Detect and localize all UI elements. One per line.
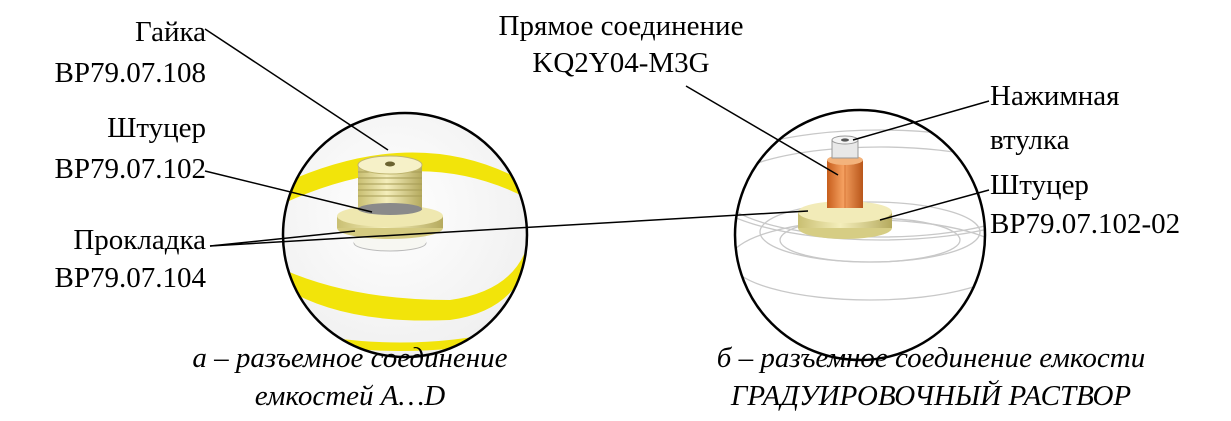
leader-fitting-right — [879, 189, 990, 221]
label-fitting-code: ВР79.07.102 — [54, 153, 206, 185]
right-detail-outline — [733, 108, 987, 362]
leader-nut — [204, 28, 389, 151]
leader-connector — [685, 85, 839, 176]
left-detail-view — [281, 111, 529, 359]
label-fitting-name: Штуцер — [107, 112, 206, 144]
nut-hole — [385, 161, 395, 167]
right-fitting-flange — [798, 201, 892, 223]
yellow-ring-bottom — [283, 235, 527, 321]
leader-fitting-left — [204, 170, 373, 213]
caption-left-line2: емкостей A…D — [254, 380, 446, 412]
label-gasket-name: Прокладка — [73, 224, 206, 256]
label-connector-code: KQ2Y04-M3G — [532, 47, 710, 79]
label-sleeve-line1: Нажимная — [990, 80, 1120, 112]
label-gasket-code: ВР79.07.104 — [54, 262, 206, 294]
label-nut-name: Гайка — [135, 16, 206, 48]
label-fitting-right-code: ВР79.07.102-02 — [990, 208, 1181, 240]
left-detail-outline — [281, 111, 529, 359]
label-connector-name: Прямое соединение — [498, 10, 744, 42]
yellow-ring-top — [283, 152, 527, 205]
caption-right-line1: б – разъемное соединение емкости — [716, 342, 1146, 374]
caption-right-line2: ГРАДУИРОВОЧНЫЙ РАСТВОР — [730, 380, 1132, 412]
leader-sleeve — [852, 100, 990, 141]
label-fitting-right-name: Штуцер — [990, 169, 1089, 201]
caption-left-line1: а – разъемное соединение — [192, 342, 508, 374]
right-detail-view — [733, 108, 987, 362]
leader-gasket-left — [209, 230, 356, 247]
label-sleeve-line2: втулка — [990, 124, 1070, 156]
leader-gasket-right — [209, 210, 809, 247]
label-nut-code: ВР79.07.108 — [54, 57, 206, 89]
